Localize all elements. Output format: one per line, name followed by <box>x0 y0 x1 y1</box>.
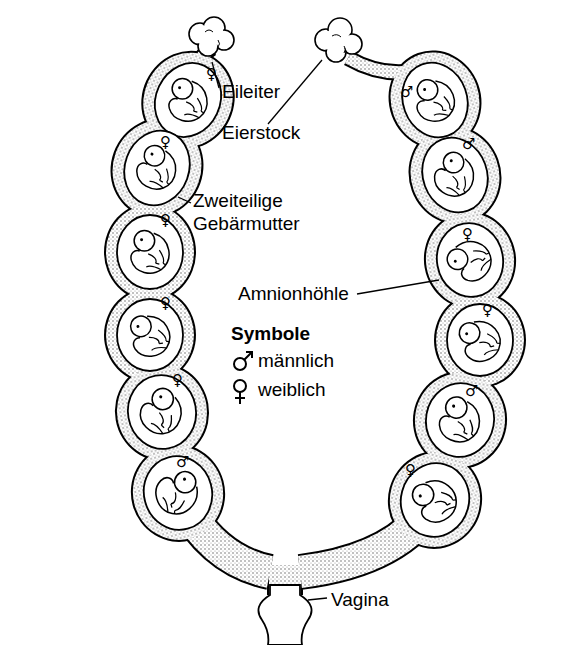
amnion-chambers <box>114 52 513 545</box>
part-label: Eileiter <box>222 80 280 103</box>
embryo <box>437 395 484 445</box>
embryo <box>134 383 190 441</box>
embryo <box>149 465 207 521</box>
embryo <box>131 231 169 274</box>
sex-symbol: ♀ <box>172 372 183 388</box>
sex-symbol: ♀ <box>482 302 493 318</box>
sex-symbol: ♂ <box>462 136 475 152</box>
sex-symbol: ♂ <box>465 383 478 399</box>
uterus-wall <box>99 38 524 595</box>
vagina-shape <box>258 585 311 645</box>
uterus-outline <box>97 35 526 595</box>
sex-symbol: ♂ <box>176 454 189 470</box>
embryo <box>133 142 181 193</box>
embryo <box>125 308 175 361</box>
sex-symbol: ♀ <box>160 212 171 228</box>
sex-symbol: ♀ <box>405 462 416 478</box>
embryo <box>430 148 480 201</box>
embryo <box>406 470 465 529</box>
embryos <box>125 76 507 530</box>
female-symbol <box>234 380 246 404</box>
embryo <box>169 79 207 122</box>
ovary-fill <box>191 19 361 61</box>
sex-symbol: ♀ <box>206 66 217 82</box>
embryo <box>413 76 458 125</box>
leader-line <box>178 60 439 600</box>
male-symbol <box>234 352 252 370</box>
sex-symbol: ♀ <box>160 134 171 150</box>
sex-symbol: ♀ <box>160 295 171 311</box>
legend-text: männlich <box>258 349 334 372</box>
legend-heading: Symbole <box>231 322 310 345</box>
ovary <box>189 17 362 62</box>
part-label: Zweiteilige Gebärmutter <box>193 189 323 235</box>
ovary-detail <box>205 30 346 53</box>
part-label: Eierstock <box>222 121 300 144</box>
embryo <box>453 312 507 368</box>
legend-text: weiblich <box>258 378 326 401</box>
part-label: Vagina <box>331 588 389 611</box>
sex-symbol: ♀ <box>462 226 473 242</box>
sex-symbol: ♂ <box>400 84 413 100</box>
part-label: Amnionhöhle <box>238 282 349 305</box>
